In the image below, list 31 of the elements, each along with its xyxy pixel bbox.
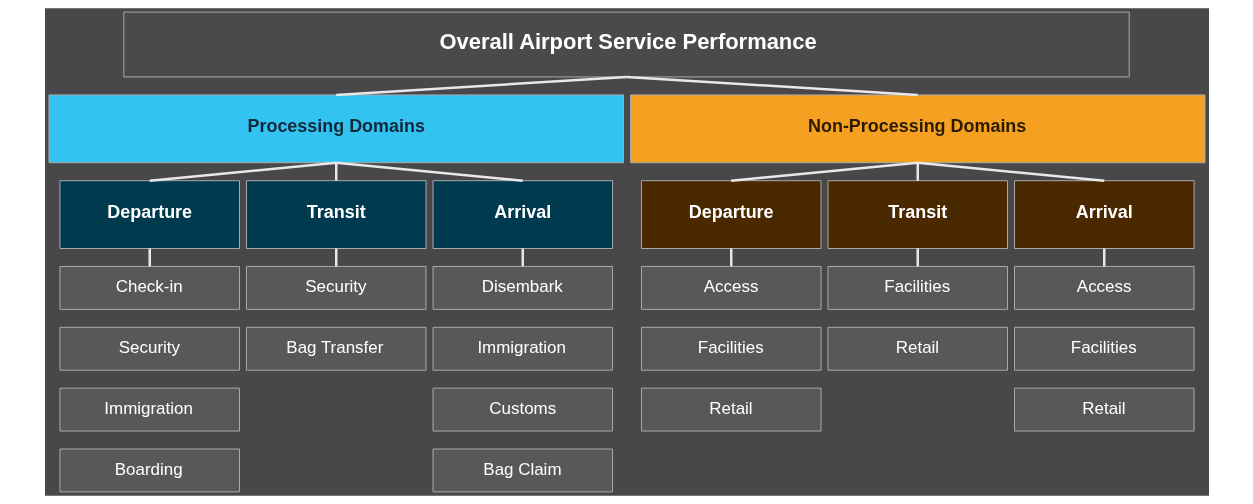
node-box: Facilities	[640, 326, 821, 371]
node-box: Transit	[245, 180, 426, 249]
node-box: Security	[245, 265, 426, 310]
node-box: Immigration	[432, 326, 613, 371]
node-box: Arrival	[432, 180, 613, 249]
node-box: Retail	[827, 326, 1008, 371]
node-box: Facilities	[1013, 326, 1195, 371]
node-box: Departure	[640, 180, 821, 249]
node-box: Check-in	[58, 265, 240, 310]
node-box: Bag Claim	[432, 448, 613, 493]
node-box: Boarding	[58, 448, 240, 493]
node-box: Overall Airport Service Performance	[122, 11, 1130, 78]
connector	[625, 75, 918, 97]
connector	[1102, 248, 1105, 267]
node-box: Retail	[1013, 387, 1195, 432]
node-box: Disembark	[432, 265, 613, 310]
connector	[148, 248, 151, 267]
node-box: Retail	[640, 387, 821, 432]
node-box: Departure	[58, 180, 240, 249]
connector	[335, 75, 627, 97]
node-box: Processing Domains	[48, 94, 624, 164]
node-box: Security	[58, 326, 240, 371]
node-box: Arrival	[1013, 180, 1195, 249]
node-box: Transit	[827, 180, 1008, 249]
node-box: Facilities	[827, 265, 1008, 310]
node-box: Non-Processing Domains	[629, 94, 1205, 164]
node-box: Customs	[432, 387, 613, 432]
node-box: Access	[640, 265, 821, 310]
node-box: Access	[1013, 265, 1195, 310]
node-box: Immigration	[58, 387, 240, 432]
node-box: Bag Transfer	[245, 326, 426, 371]
